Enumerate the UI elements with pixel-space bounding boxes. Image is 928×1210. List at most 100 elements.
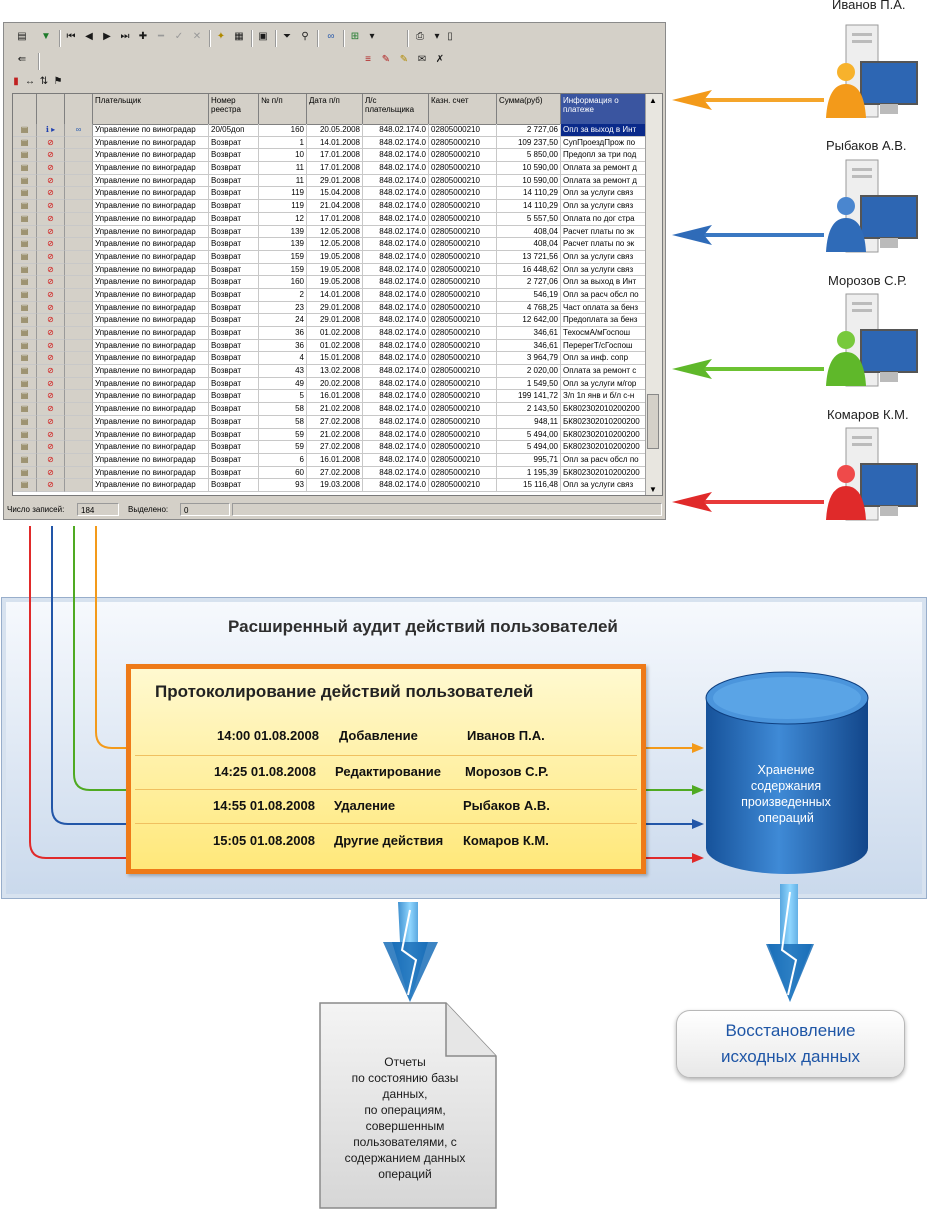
edit-pen-icon[interactable]: ✎	[381, 54, 391, 65]
table-cell: Опл за услуги связ	[561, 263, 646, 277]
user-komarov-icon	[826, 427, 918, 521]
print-icon[interactable]: ⎙	[416, 31, 424, 42]
status-bar: Число записей: 184 Выделено: 0	[4, 503, 665, 517]
grid-settings-icon[interactable]: ⇚	[17, 54, 27, 65]
mark-icon[interactable]: ▮	[13, 76, 19, 87]
confirm-icon[interactable]: ✓	[174, 31, 184, 42]
audit-title: Расширенный аудит действий пользователей	[228, 617, 618, 636]
table-cell: 160	[259, 276, 307, 289]
export-icon[interactable]: ⊞	[350, 31, 360, 42]
table-cell: Возврат	[209, 441, 259, 454]
table-cell: 36	[259, 327, 307, 340]
filter-down-icon[interactable]: ▼	[41, 31, 51, 42]
header-icon-cell[interactable]	[13, 94, 37, 124]
next-record-icon[interactable]: ▶	[103, 31, 111, 42]
table-cell: 5 850,00	[497, 149, 561, 163]
bulb-icon[interactable]: ✦	[216, 31, 226, 42]
save-icon[interactable]: ▤	[17, 31, 27, 42]
flag-icon[interactable]: ⚑	[53, 76, 63, 87]
table-cell: 848.02.174.0	[363, 314, 429, 327]
delete-record-icon[interactable]: ━	[157, 31, 165, 42]
user-name-komarov: Комаров К.М.	[827, 407, 909, 422]
table-cell: 848.02.174.0	[363, 200, 429, 213]
connector-ivanov	[95, 526, 700, 749]
vertical-scrollbar[interactable]: ▲ ▼	[645, 94, 662, 495]
table-cell: 21.04.2008	[307, 200, 363, 213]
scroll-up-icon[interactable]: ▲	[649, 96, 657, 105]
last-record-icon[interactable]: ⏭	[120, 31, 130, 42]
page-icon[interactable]: ▯	[447, 31, 453, 42]
column-header[interactable]: Номер реестра	[209, 94, 259, 124]
sort-icon[interactable]: ⇅	[39, 76, 49, 87]
column-header[interactable]: Казн. счет	[429, 94, 497, 124]
mail-icon[interactable]: ✉	[417, 54, 427, 65]
column-header[interactable]: № п/п	[259, 94, 307, 124]
header-icon-cell[interactable]	[65, 94, 93, 124]
table-cell: 02805000210	[429, 377, 497, 391]
filter-icon[interactable]: ⏷	[283, 31, 291, 42]
report-icon[interactable]: ≡	[365, 54, 371, 65]
calculator-icon[interactable]: ▣	[258, 31, 268, 42]
header-icon-cell[interactable]	[37, 94, 65, 124]
notes-icon[interactable]: ▦	[234, 31, 244, 42]
chevron-down-icon[interactable]: ▾	[434, 31, 440, 42]
table-cell: Управление по виноградар	[93, 250, 209, 264]
cancel-icon[interactable]: ✕	[192, 31, 202, 42]
table-cell: Управление по виноградар	[93, 212, 209, 226]
table-cell: 93	[259, 479, 307, 492]
edit-pen-yellow-icon[interactable]: ✎	[399, 54, 409, 65]
table-cell: 12	[259, 212, 307, 226]
column-header[interactable]: Сумма(руб)	[497, 94, 561, 124]
table-cell: 2	[259, 288, 307, 302]
first-record-icon[interactable]: ⏮	[66, 31, 76, 42]
column-header[interactable]: Л/с плательщика	[363, 94, 429, 124]
column-header[interactable]: Информация о платеже	[561, 94, 646, 124]
scroll-down-icon[interactable]: ▼	[649, 485, 657, 494]
expand-icon[interactable]: ↔	[25, 76, 35, 87]
chevron-down-icon[interactable]: ▾	[369, 31, 375, 42]
add-record-icon[interactable]: ✚	[138, 31, 148, 42]
link-icon[interactable]: ∞	[327, 31, 335, 42]
prev-record-icon[interactable]: ◀	[85, 31, 93, 42]
column-header[interactable]: Плательщик	[93, 94, 209, 124]
column-header[interactable]: Дата п/п	[307, 94, 363, 124]
binoculars-icon[interactable]: ⚲	[301, 31, 309, 42]
tools-icon[interactable]: ✗	[435, 54, 445, 65]
table-cell: Управление по виноградар	[93, 365, 209, 378]
table-cell: 20.02.2008	[307, 377, 363, 391]
column-header-label: Информация о платеже	[563, 96, 619, 114]
table-cell: 14 110,29	[497, 187, 561, 201]
table-cell: БК802302010200200	[561, 403, 646, 416]
doc-icon: ▤	[13, 352, 37, 366]
scroll-thumb[interactable]	[647, 394, 659, 449]
